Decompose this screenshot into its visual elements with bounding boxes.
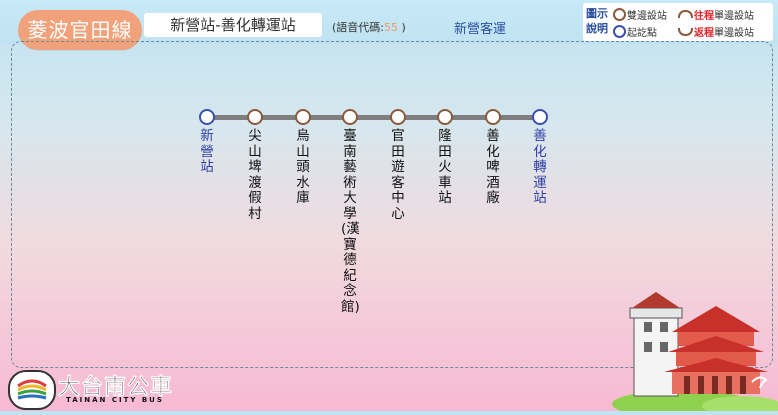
stop-name: 臺南藝術大學(漢寶德紀念館) xyxy=(341,128,360,315)
stop-name: 烏山頭水庫 xyxy=(296,128,310,206)
voice-code: (語音代碼:55 ) xyxy=(332,19,406,35)
operator-name: 新營客運 xyxy=(454,22,507,37)
stop-name: 善化啤酒廠 xyxy=(486,128,500,206)
voice-code-value: 55 xyxy=(384,21,398,34)
stop-name: 隆田火車站 xyxy=(438,128,452,206)
legend-title: 圖示說明 xyxy=(586,7,608,35)
both-ways-stop-icon xyxy=(295,109,311,125)
return-stop-icon xyxy=(678,28,693,36)
outbound-stop-icon xyxy=(678,10,693,18)
terminal-stop-icon xyxy=(532,109,548,125)
legend-outbound-word: 往程 xyxy=(694,11,714,22)
terminal-stop-icon xyxy=(199,109,215,125)
route-direction[interactable]: 新營站-善化轉運站 xyxy=(144,13,322,37)
stop-name: 尖山埤渡假村 xyxy=(248,128,262,222)
both-ways-stop-icon xyxy=(437,109,453,125)
legend-outbound: 往程單邊設站 xyxy=(678,7,754,22)
legend-both-ways: 雙邊設站 xyxy=(613,7,667,22)
both-ways-stop-icon xyxy=(247,109,263,125)
legend-return: 返程單邊設站 xyxy=(678,24,754,39)
both-ways-stop-icon xyxy=(342,109,358,125)
bus-logo-icon xyxy=(8,370,56,410)
route-line xyxy=(207,115,540,120)
voice-code-label: (語音代碼: xyxy=(332,21,384,34)
route-name-badge: 菱波官田線 xyxy=(18,10,142,50)
route-map-frame xyxy=(11,41,773,368)
legend-both-ways-label: 雙邊設站 xyxy=(627,11,667,22)
stop-name: 新營站 xyxy=(200,128,214,175)
both-ways-stop-icon xyxy=(613,8,626,21)
legend-outbound-rest: 單邊設站 xyxy=(714,11,754,22)
legend-return-word: 返程 xyxy=(694,28,714,39)
terminal-stop-icon xyxy=(613,25,626,38)
stop-name: 善化轉運站 xyxy=(533,128,547,206)
both-ways-stop-icon xyxy=(485,109,501,125)
temple-building-illustration xyxy=(612,286,778,415)
legend-start-end-label: 起訖點 xyxy=(627,28,657,39)
tainan-city-bus-logo: 大台南公車 TAINAN CITY BUS xyxy=(8,369,184,410)
legend-return-rest: 單邊設站 xyxy=(714,28,754,39)
both-ways-stop-icon xyxy=(390,109,406,125)
voice-code-end: ) xyxy=(401,21,406,34)
legend-start-end: 起訖點 xyxy=(613,24,657,39)
logo-subtitle: TAINAN CITY BUS xyxy=(66,396,164,404)
stop-name: 官田遊客中心 xyxy=(391,128,405,222)
logo-title: 大台南公車 xyxy=(58,375,174,401)
legend-panel: 圖示說明 雙邊設站 起訖點 往程單邊設站 返程單邊設站 xyxy=(583,3,773,41)
